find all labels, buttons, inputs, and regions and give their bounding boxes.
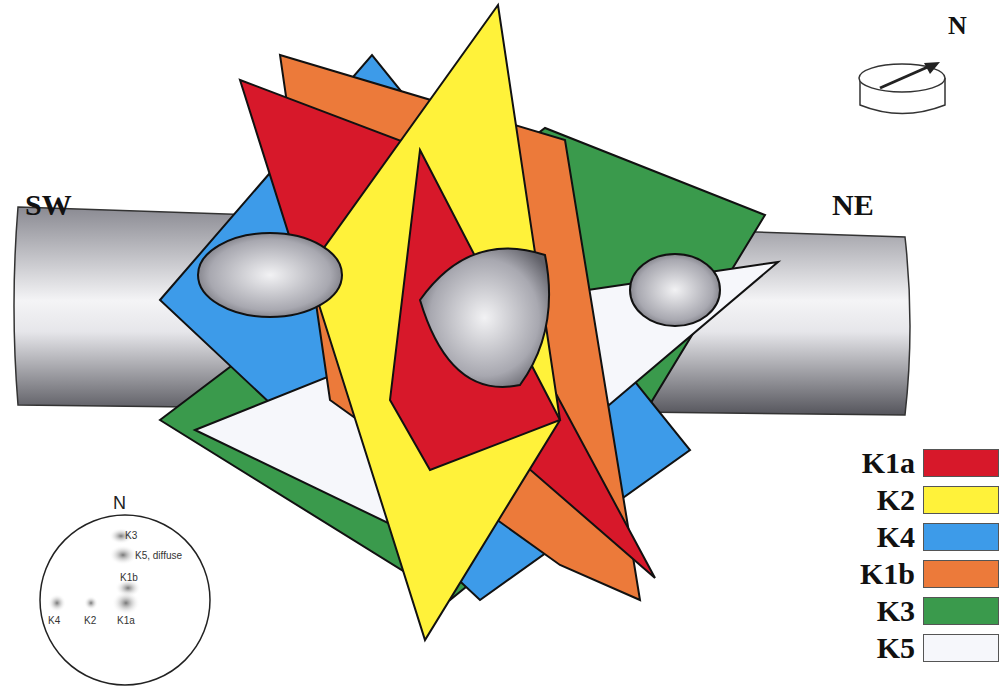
legend-text: K4	[877, 522, 915, 552]
legend-text: K1b	[860, 559, 915, 589]
pole-label: K4	[48, 615, 60, 626]
legend-swatch	[923, 486, 999, 514]
legend-row: K1b	[860, 559, 999, 589]
pole-label: K5, diffuse	[135, 550, 182, 561]
legend-swatch	[923, 634, 999, 662]
legend-row: K4	[877, 522, 999, 552]
pole-label: K3	[125, 530, 137, 541]
legend-text: K2	[877, 485, 915, 515]
legend-text: K1a	[862, 448, 915, 478]
direction-label: NE	[832, 188, 874, 221]
legend-text: K3	[877, 596, 915, 626]
legend-row: K5	[877, 633, 999, 663]
pole-label: K1a	[117, 615, 135, 626]
north-label: N	[113, 494, 126, 514]
legend-swatch	[923, 560, 999, 588]
direction-label: SW	[25, 188, 72, 221]
legend-row: K2	[877, 485, 999, 515]
pole-label: K2	[84, 615, 96, 626]
legend-row: K1a	[862, 448, 999, 478]
legend-swatch	[923, 449, 999, 477]
legend-swatch	[923, 597, 999, 625]
legend-row: K3	[877, 596, 999, 626]
legend-text: K5	[877, 633, 915, 663]
pole-label: K1b	[120, 572, 138, 583]
legend-swatch	[923, 523, 999, 551]
north-label: N	[948, 12, 967, 41]
